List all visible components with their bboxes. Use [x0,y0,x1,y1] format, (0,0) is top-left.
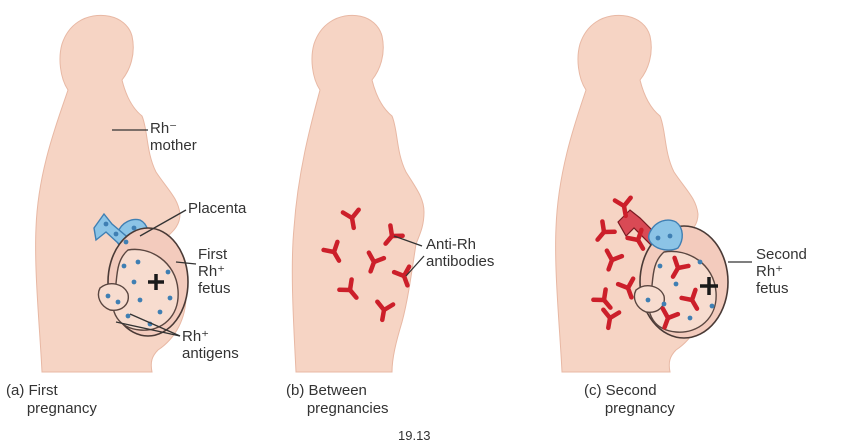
label-first-fetus: First Rh⁺ fetus [198,246,231,297]
caption-second-pregnancy: (c) Second pregnancy [584,382,675,418]
caption-first-pregnancy: (a) First pregnancy [6,382,97,418]
label-placenta: Placenta [188,200,246,217]
mother-body-between [292,15,424,372]
caption-between-pregnancies: (b) Between pregnancies [286,382,389,418]
legs-first [98,284,128,311]
label-anti-rh-antibodies: Anti-Rh antibodies [426,236,494,270]
label-second-fetus: Second Rh⁺ fetus [756,246,807,297]
label-rh-positive-antigens: Rh⁺ antigens [182,328,239,362]
figure-number: 19.13 [398,428,431,443]
label-rh-negative-mother: Rh⁻ mother [150,120,197,154]
